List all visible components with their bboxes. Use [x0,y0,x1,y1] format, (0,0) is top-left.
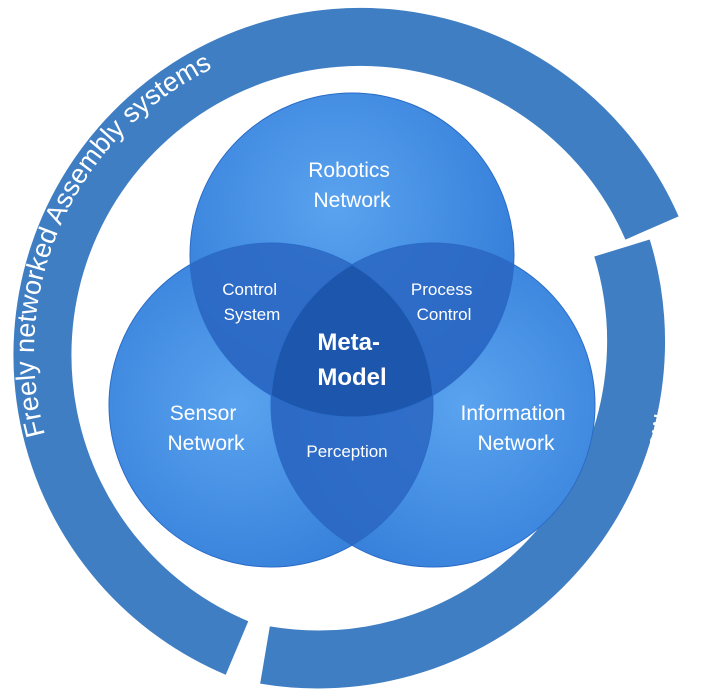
control-system-label: Control System [222,280,282,324]
meta-model-label: Meta- Model [317,329,386,391]
robotics-network-label: Robotics Network [308,159,396,212]
perception-label: Perception [306,442,387,461]
ring-right-arc [260,239,665,689]
information-network-label: Information Network [461,402,572,455]
overlap-center [271,243,433,417]
ring-left-arc [13,7,679,675]
sensor-network-label: Sensor Network [167,402,245,455]
process-control-label: Process Control [411,280,477,324]
